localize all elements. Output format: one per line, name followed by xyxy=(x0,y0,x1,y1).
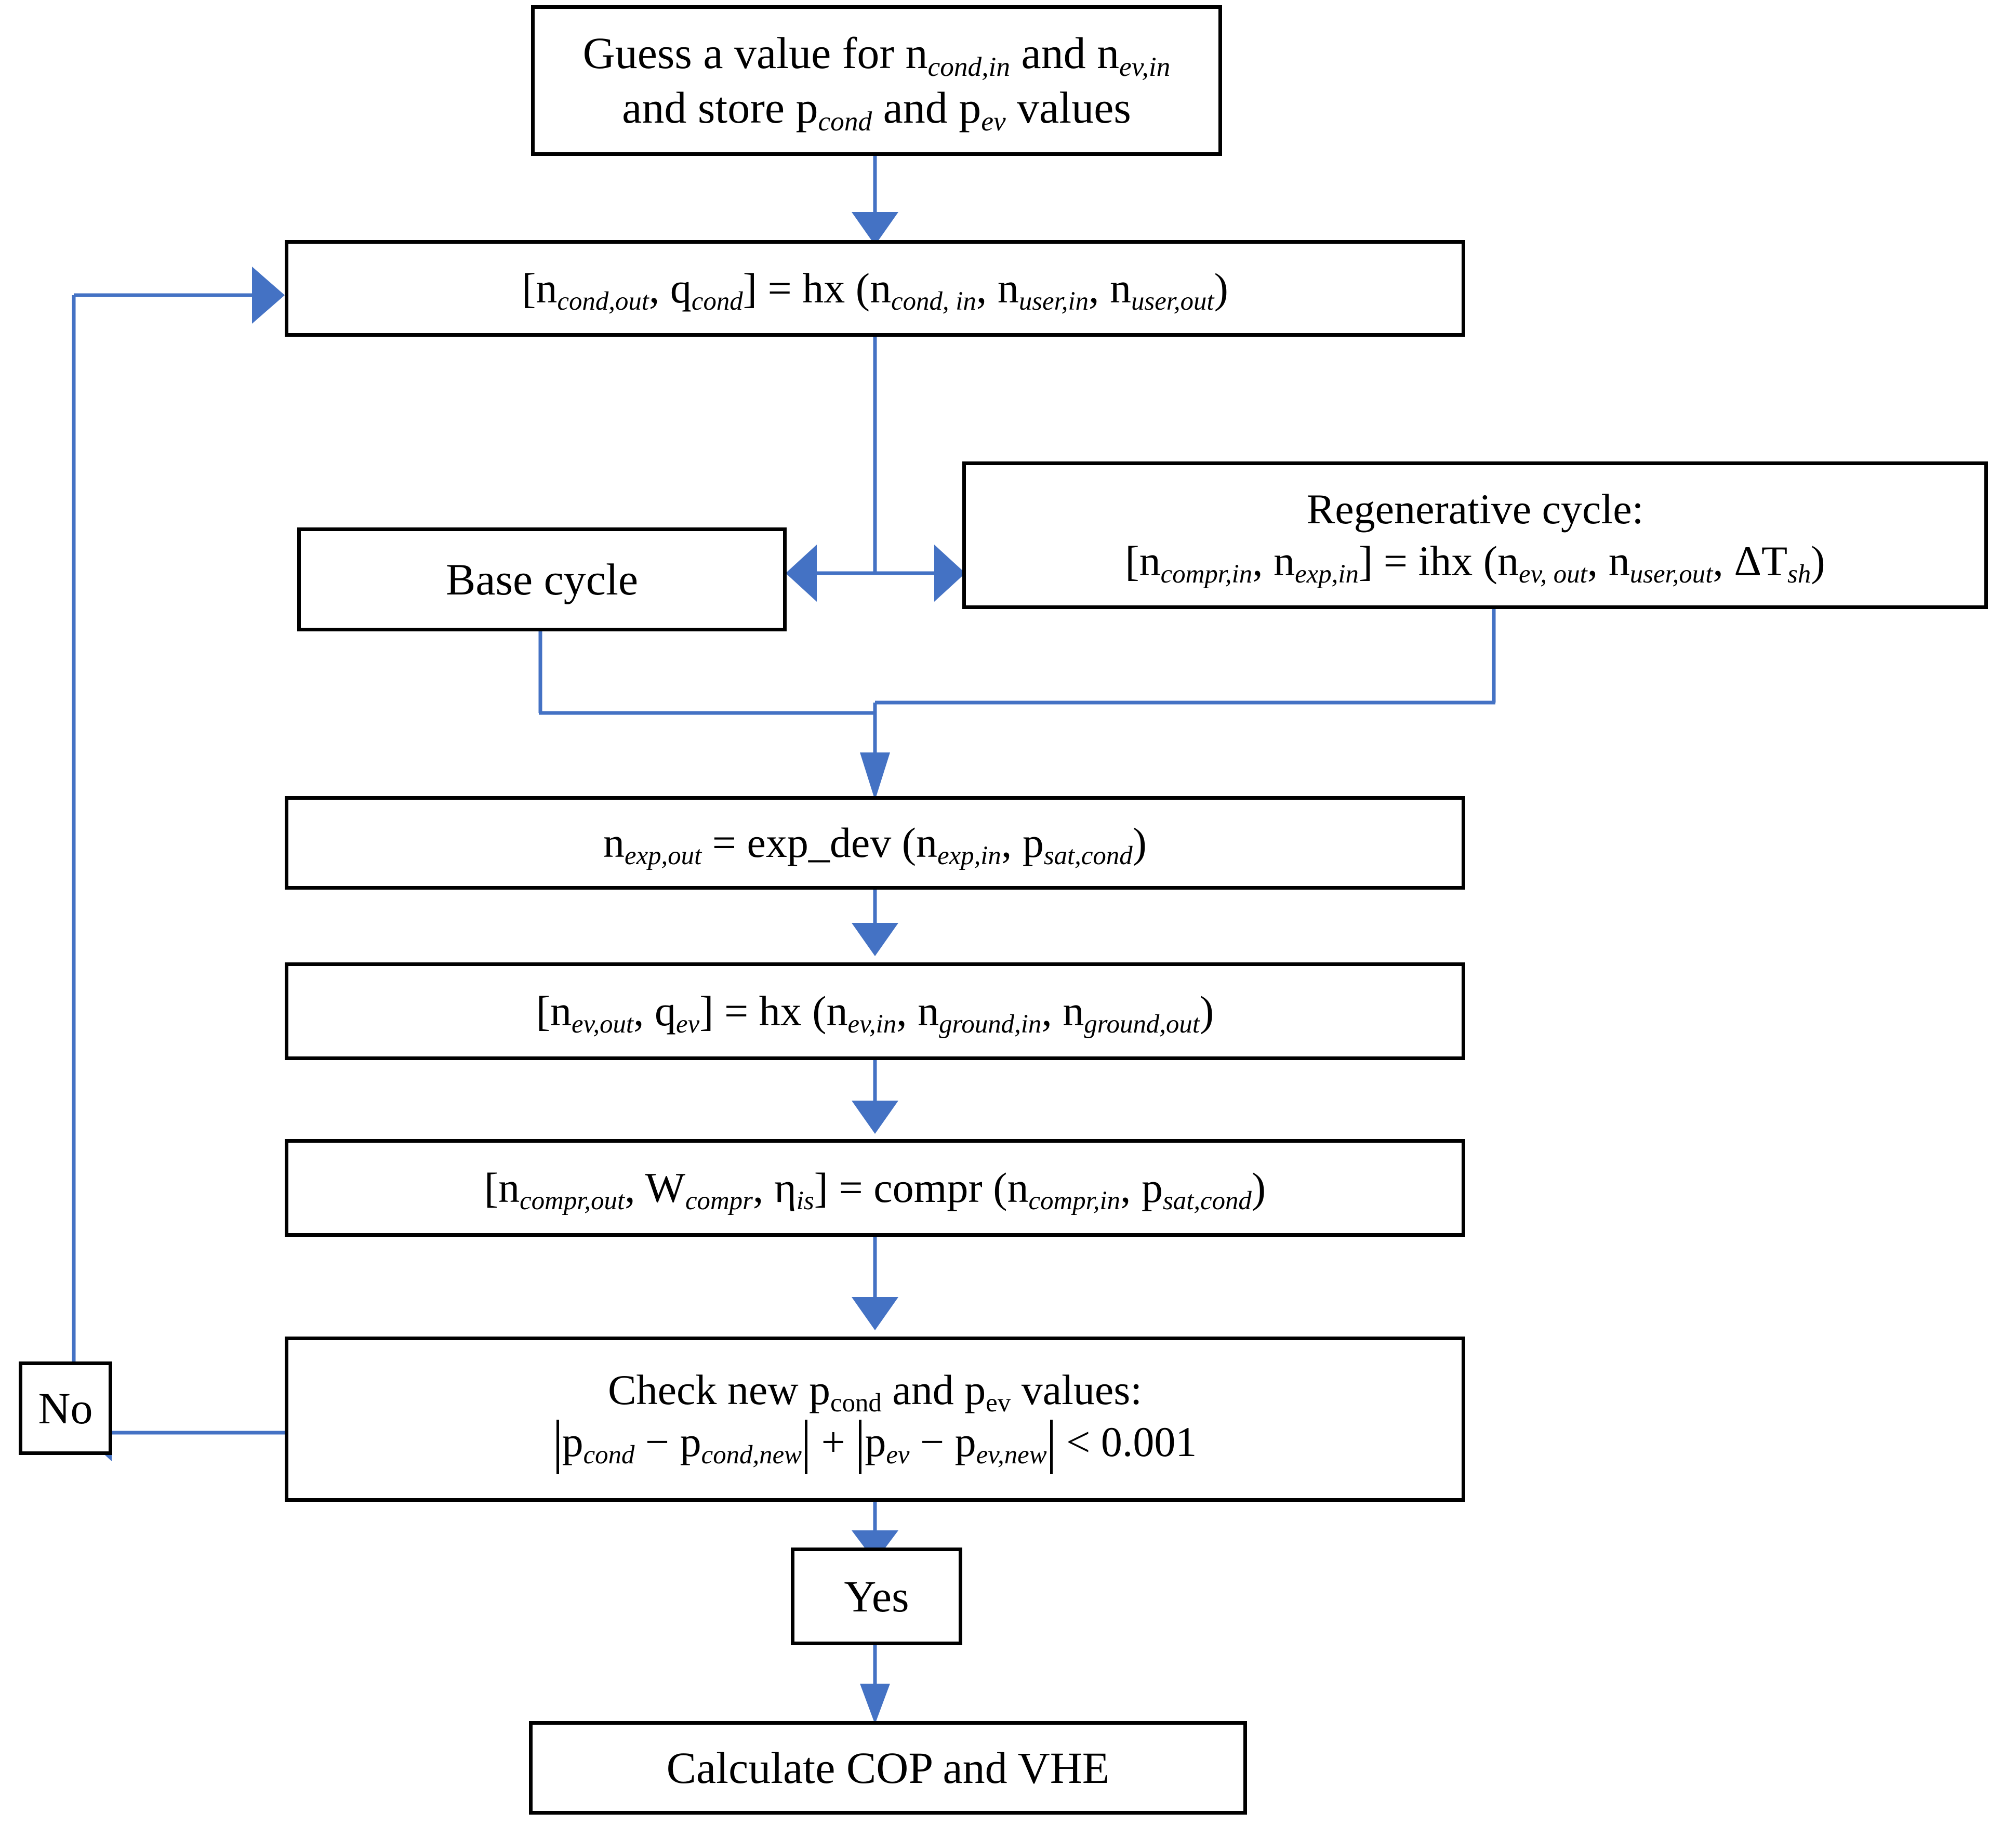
yes-branch-label: Yes xyxy=(844,1571,909,1621)
abs-bar-close-1 xyxy=(805,1419,808,1474)
node-condenser-heat-exchanger[interactable]: [ncond,out, qcond] = hx (ncond, in, nuse… xyxy=(285,240,1465,337)
arrowhead-compressor-to-check xyxy=(852,1297,898,1330)
condenser-hx-text: [ncond,out, qcond] = hx (ncond, in, nuse… xyxy=(522,264,1228,316)
node-convergence-check[interactable]: Check new pcond and pev values: pcond − … xyxy=(285,1337,1465,1502)
arrowhead-expansion-to-evaporator xyxy=(852,923,898,956)
node-calculate-results[interactable]: Calculate COP and VHE xyxy=(529,1721,1247,1815)
node-evaporator-heat-exchanger[interactable]: [nev,out, qev] = hx (nev,in, nground,in,… xyxy=(285,962,1465,1060)
arrowhead-to-base-cycle xyxy=(786,545,817,602)
abs-bar-close-2 xyxy=(1050,1419,1053,1474)
node-base-cycle[interactable]: Base cycle xyxy=(297,527,787,631)
abs-bar-open-2 xyxy=(859,1419,862,1474)
no-branch-label: No xyxy=(38,1383,93,1433)
node-yes-branch[interactable]: Yes xyxy=(791,1548,962,1645)
regenerative-heading: Regenerative cycle: xyxy=(1306,485,1644,533)
expansion-device-text: nexp,out = exp_dev (nexp,in, psat,cond) xyxy=(603,818,1147,870)
node-regenerative-cycle[interactable]: Regenerative cycle: [ncompr,in, nexp,in]… xyxy=(962,461,1988,609)
node-expansion-device[interactable]: nexp,out = exp_dev (nexp,in, psat,cond) xyxy=(285,796,1465,890)
calculate-results-label: Calculate COP and VHE xyxy=(666,1742,1110,1793)
convergence-check-text: Check new pcond and pev values: pcond − … xyxy=(546,1364,1204,1474)
arrowhead-no-to-condenser xyxy=(252,267,285,324)
abs-bar-open-1 xyxy=(556,1419,559,1474)
evaporator-hx-text: [nev,out, qev] = hx (nev,in, nground,in,… xyxy=(536,987,1214,1039)
arrowhead-to-regenerative-cycle xyxy=(934,545,965,602)
compressor-text: [ncompr,out, Wcompr, ηis] = compr (ncomp… xyxy=(484,1163,1266,1215)
node-no-branch[interactable]: No xyxy=(19,1361,112,1455)
arrowhead-yes-to-result xyxy=(860,1684,890,1724)
guess-text: Guess a value for ncond,in and nev,in an… xyxy=(582,28,1171,137)
node-guess-initial-values[interactable]: Guess a value for ncond,in and nev,in an… xyxy=(531,5,1222,156)
arrowhead-merge-to-expansion xyxy=(860,752,890,800)
node-compressor[interactable]: [ncompr,out, Wcompr, ηis] = compr (ncomp… xyxy=(285,1139,1465,1237)
regenerative-cycle-text: Regenerative cycle: [ncompr,in, nexp,in]… xyxy=(1125,485,1825,589)
arrowhead-evaporator-to-compressor xyxy=(852,1101,898,1134)
base-cycle-label: Base cycle xyxy=(445,554,639,604)
